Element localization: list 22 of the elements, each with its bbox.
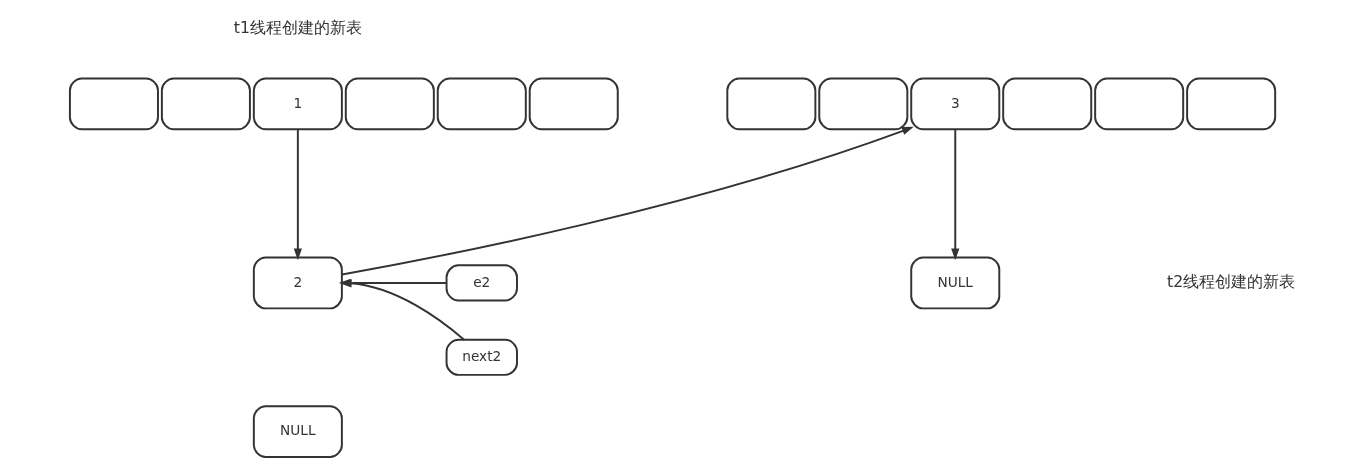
label: t2线程创建的新表 (1166, 271, 1295, 291)
node-box: NULL (909, 256, 1000, 310)
node-box: 3 (909, 77, 1000, 131)
arrow (950, 128, 959, 261)
node-box (528, 77, 619, 131)
node-box (725, 77, 816, 131)
node-box (817, 77, 908, 131)
label: t1线程创建的新表 (233, 18, 362, 38)
node-box (344, 77, 435, 131)
node-box (1001, 77, 1092, 131)
node-box (436, 77, 527, 131)
node-box (1093, 77, 1184, 131)
node-box: next2 (445, 338, 518, 376)
node-box (160, 77, 251, 131)
arrow (293, 128, 302, 261)
node-box (1185, 77, 1276, 131)
node-box: NULL (252, 405, 343, 459)
node-box: e2 (445, 264, 518, 302)
node-box (68, 77, 159, 131)
arrow (340, 126, 914, 276)
node-box: 1 (252, 77, 343, 131)
node-box: 2 (252, 256, 343, 310)
